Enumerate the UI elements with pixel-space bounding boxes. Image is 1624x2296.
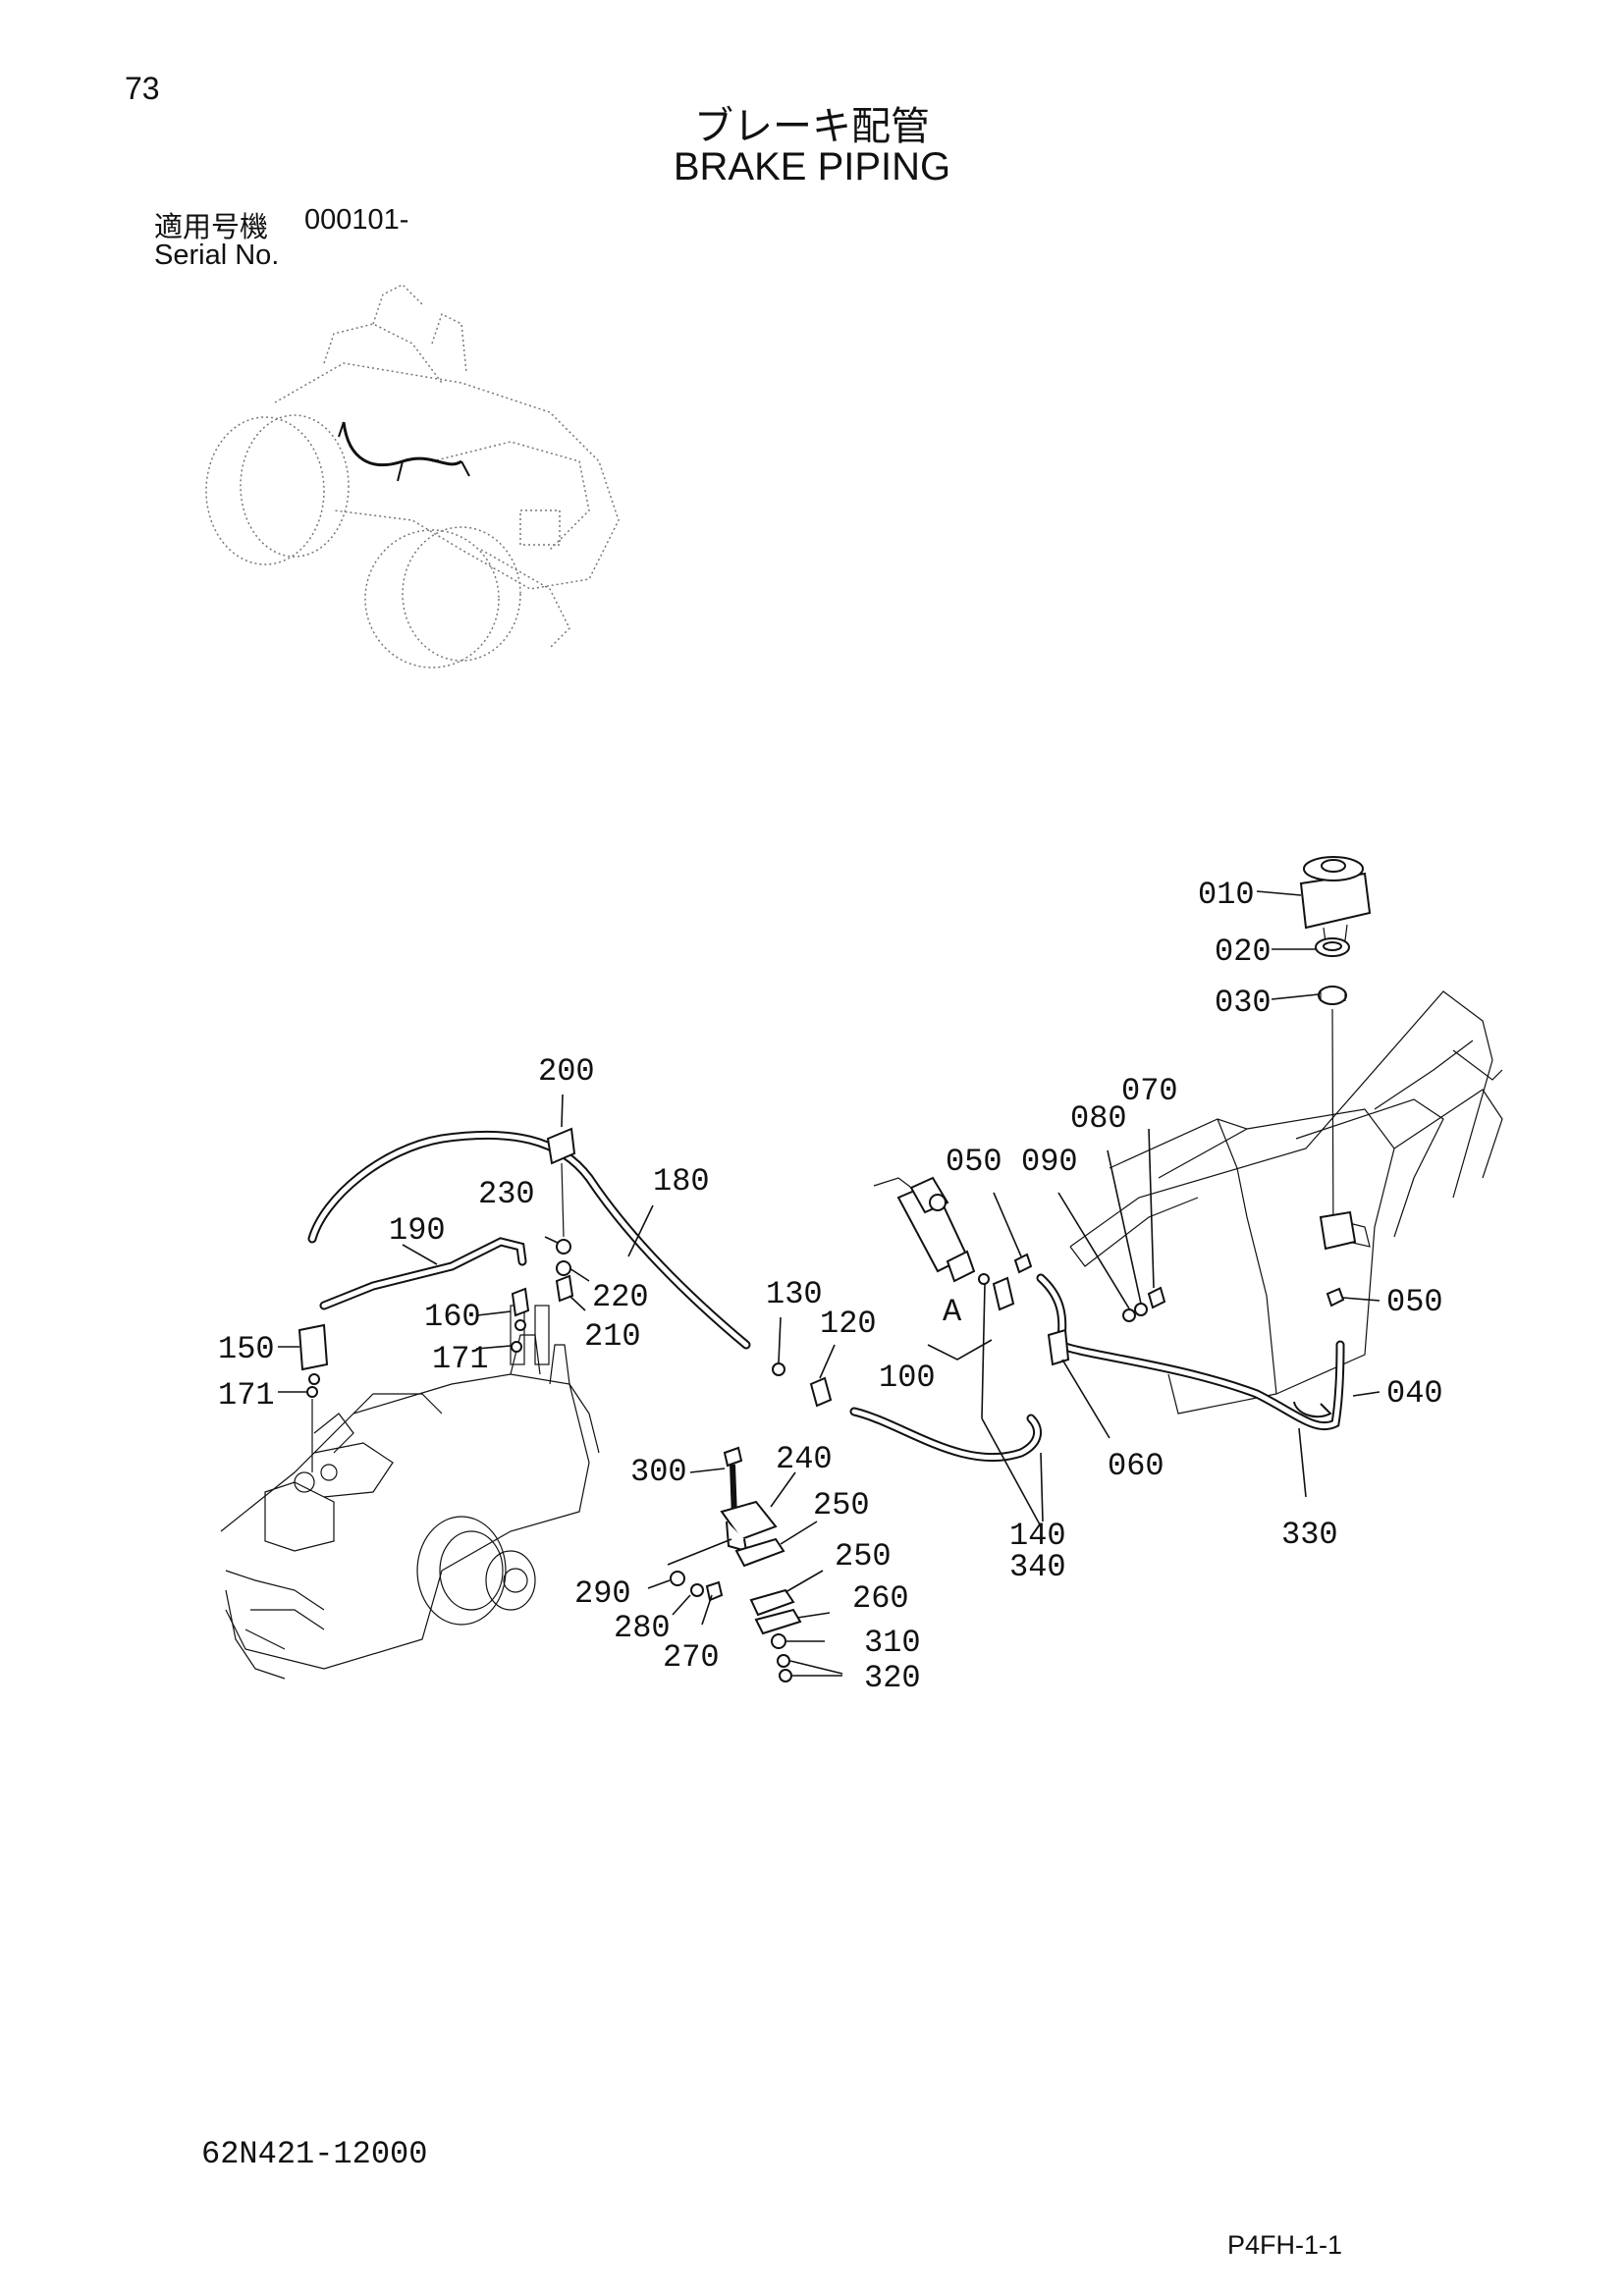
callout-020: 020	[1215, 934, 1272, 970]
fitting-100	[978, 1273, 1015, 1311]
page-title-japanese: ブレーキ配管	[694, 104, 930, 149]
callout-130: 130	[766, 1276, 823, 1312]
callout-040: 040	[1386, 1375, 1443, 1412]
callout-030: 030	[1215, 985, 1272, 1021]
view-a-label: A	[943, 1294, 962, 1330]
callout-120: 120	[820, 1306, 877, 1342]
brake-hose-140	[849, 1407, 1042, 1463]
serial-label-english: Serial No.	[154, 240, 280, 271]
reservoir-tank-010	[1299, 856, 1372, 943]
callout-240: 240	[776, 1441, 833, 1477]
fitting-120-130	[772, 1362, 833, 1408]
brake-hose-180	[307, 1130, 751, 1350]
callout-330: 330	[1281, 1517, 1338, 1553]
callout-080: 080	[1070, 1100, 1127, 1137]
axle-transmission-assembly	[220, 1305, 600, 1680]
callout-270: 270	[663, 1639, 720, 1676]
callout-010: 010	[1198, 877, 1255, 913]
callout-labels: 010 020 030 070 080 090 050 050 040 060 …	[218, 877, 1443, 1696]
clamp-050-right	[1326, 1287, 1345, 1308]
callout-280: 280	[614, 1610, 671, 1646]
callout-171-left: 171	[218, 1377, 275, 1414]
callout-310: 310	[864, 1625, 921, 1661]
clamp-030	[1318, 986, 1347, 1005]
plate-250-upper	[734, 1537, 785, 1568]
leader-lines	[278, 890, 1380, 1677]
drawing-number: 62N421-12000	[201, 2136, 428, 2172]
bolts-070-080-090	[1122, 1286, 1166, 1322]
callout-060: 060	[1108, 1448, 1164, 1484]
callout-250-upper: 250	[813, 1487, 870, 1523]
callout-090: 090	[1021, 1144, 1078, 1180]
page-title-english: BRAKE PIPING	[673, 145, 951, 188]
callout-340: 340	[1009, 1549, 1066, 1585]
clamp-050-center	[1013, 1253, 1033, 1274]
callout-250-lower: 250	[835, 1538, 892, 1575]
fittings-160-171	[511, 1287, 530, 1353]
callout-070: 070	[1121, 1073, 1178, 1109]
nuts-310-320	[771, 1633, 792, 1682]
valve-150	[298, 1323, 329, 1472]
clamp-060	[1047, 1328, 1070, 1366]
washers-210-220-230	[555, 1239, 574, 1303]
vehicle-overview-illustration	[205, 284, 620, 668]
callout-160: 160	[424, 1299, 481, 1335]
page-number: 73	[125, 71, 160, 106]
mount-bracket-frame	[1319, 1210, 1357, 1251]
washers-280-290	[670, 1571, 724, 1602]
callout-050-right: 050	[1386, 1284, 1443, 1320]
brake-pipe-190	[319, 1237, 527, 1310]
master-cylinder-view-a	[873, 1176, 976, 1283]
callout-190: 190	[389, 1212, 446, 1249]
callout-180: 180	[653, 1163, 710, 1200]
bracket-240	[720, 1500, 778, 1553]
callout-140: 140	[1009, 1518, 1066, 1554]
callout-300: 300	[630, 1454, 687, 1490]
callout-210: 210	[584, 1318, 641, 1355]
callout-200: 200	[538, 1053, 595, 1090]
callout-100: 100	[879, 1360, 936, 1396]
bracket-330	[1293, 1401, 1332, 1418]
callout-171-right: 171	[432, 1341, 489, 1377]
vehicle-frame	[1069, 990, 1503, 1415]
plate-250-lower	[749, 1588, 795, 1617]
serial-number-value: 000101-	[304, 204, 409, 236]
callout-150: 150	[218, 1331, 275, 1367]
serial-label-japanese: 適用号機	[154, 210, 269, 243]
callout-220: 220	[592, 1279, 649, 1315]
callout-260: 260	[852, 1580, 909, 1617]
callout-050-center: 050	[946, 1144, 1002, 1180]
cap-020	[1315, 937, 1350, 957]
callout-230: 230	[478, 1176, 535, 1212]
plate-260	[754, 1608, 802, 1635]
callout-290: 290	[574, 1575, 631, 1612]
callout-320: 320	[864, 1660, 921, 1696]
clamp-200	[546, 1127, 576, 1238]
page-code: P4FH-1-1	[1227, 2230, 1343, 2260]
